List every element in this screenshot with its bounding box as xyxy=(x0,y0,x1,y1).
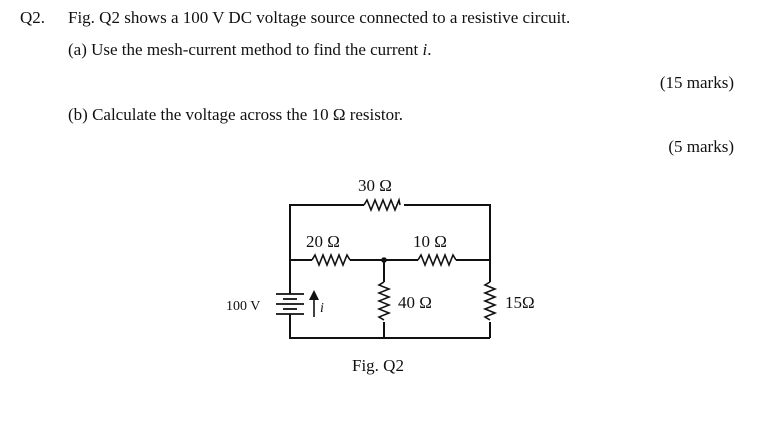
part-a-text: (a) Use the mesh-current method to find … xyxy=(68,40,432,60)
part-b-text: (b) Calculate the voltage across the 10 … xyxy=(68,105,404,124)
label-20-ohm: 20 Ω xyxy=(306,232,340,251)
question-stem: Fig. Q2 shows a 100 V DC voltage source … xyxy=(68,8,571,27)
part-a-text-after: . xyxy=(427,40,432,59)
resistor-15 xyxy=(482,281,498,321)
part-a-text-before: (a) Use the mesh-current method to find … xyxy=(68,40,423,59)
part-a-marks: (15 marks) xyxy=(659,73,734,92)
wire-left xyxy=(289,260,490,339)
label-10-ohm: 10 Ω xyxy=(413,232,447,251)
part-a-variable: i xyxy=(422,40,428,59)
part-b-marks: (5 marks) xyxy=(668,137,734,156)
label-40-ohm: 40 Ω xyxy=(398,293,432,312)
figure-caption: Fig. Q2 xyxy=(352,356,404,375)
resistor-10 xyxy=(417,252,457,268)
label-30-ohm: 30 Ω xyxy=(358,176,392,195)
label-source-voltage: 100 V xyxy=(226,299,260,314)
label-current: i xyxy=(320,301,324,316)
wire-top xyxy=(289,204,491,282)
current-arrow-icon xyxy=(309,290,319,317)
resistor-40 xyxy=(376,281,392,321)
resistor-20 xyxy=(311,252,351,268)
resistor-30 xyxy=(363,197,401,213)
label-15-ohm: 15Ω xyxy=(505,293,535,312)
battery-icon xyxy=(276,293,304,316)
question-number: Q2. xyxy=(20,8,46,27)
